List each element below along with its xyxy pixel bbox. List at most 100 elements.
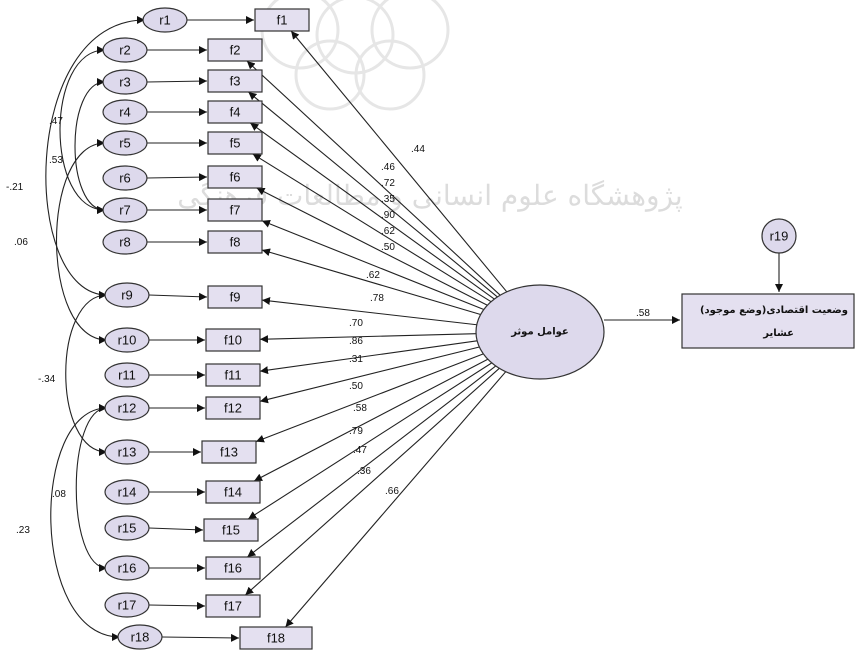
outcome-label-line2: عشایر (762, 328, 794, 339)
loading-arrow-f15 (247, 362, 493, 520)
loading-arrow-f17 (244, 367, 500, 596)
covariance-layer: .47.53-.21.06-.34.08.23 (6, 16, 146, 641)
loading-arrow-f3 (248, 91, 498, 298)
indicator-label-f5: f5 (230, 136, 241, 151)
outcome-residual-label: r19 (770, 229, 789, 244)
loading-arrow-f12 (259, 346, 480, 404)
loading-coefficient-f13: .50 (349, 381, 363, 392)
residual-circle-r3 (102, 69, 148, 95)
outcome-variable: وضعیت اقتصادی(وضع موجود) عشایر (681, 293, 855, 349)
residual-label-r11: r11 (118, 368, 136, 383)
path-layer: .44.46.72.35.90.62.50.62.78.70.86.31.50.… (146, 16, 508, 642)
loading-arrow-f2 (246, 60, 501, 296)
residual-label-r2: r2 (119, 43, 131, 58)
loading-arrow-f18 (285, 371, 507, 628)
indicator-box-f18 (239, 626, 313, 650)
indicator-box-f9 (207, 285, 263, 309)
indicator-box-f16 (205, 556, 261, 580)
indicator-label-f15: f15 (222, 523, 240, 538)
indicator-box-f2 (207, 38, 263, 62)
latent-factor-label: عوامل موثر (510, 327, 569, 338)
residual-circle-r18 (117, 624, 163, 650)
loading-arrow-f10 (259, 333, 477, 344)
covariance-value-r5-r10: .06 (14, 237, 28, 248)
indicator-box-f17 (205, 594, 261, 618)
indicator-label-f17: f17 (224, 599, 242, 614)
indicator-label-f1: f1 (277, 13, 288, 28)
structural-path-coefficient: .58 (636, 308, 650, 319)
residual-label-r5: r5 (119, 136, 131, 151)
covariance-value-r9-r13: -.34 (38, 374, 56, 385)
loading-coefficient-f18: .66 (385, 486, 399, 497)
loading-coefficient-f6: .62 (381, 226, 395, 237)
loading-arrow-f8 (261, 248, 481, 316)
residual-circle-r13 (104, 439, 150, 465)
covariance-value-r12-r18: .23 (16, 525, 30, 536)
outcome-box (681, 293, 855, 349)
latent-factor: عوامل موثر (475, 284, 605, 380)
indicator-box-f3 (207, 69, 263, 93)
residual-circle-r10 (104, 327, 150, 353)
indicator-label-f14: f14 (224, 485, 242, 500)
indicator-label-f6: f6 (230, 170, 241, 185)
loading-coefficient-f4: .35 (381, 194, 395, 205)
residual-arrow-r6 (146, 173, 208, 182)
residual-circle-r4 (102, 99, 148, 125)
indicator-box-f1 (254, 8, 310, 32)
indicator-box-f10 (205, 328, 261, 352)
residual-circle-r6 (102, 165, 148, 191)
residual-circle-r5 (102, 130, 148, 156)
loading-coefficient-f3: .72 (381, 178, 395, 189)
covariance-r12-r16 (75, 404, 108, 572)
residual-circle-r2 (102, 37, 148, 63)
covariance-value-r1-r9: -.21 (6, 182, 24, 193)
covariance-r12-r18 (50, 404, 121, 641)
residual-circle-r1 (142, 7, 188, 33)
loading-arrow-f14 (253, 358, 489, 482)
indicator-box-f8 (207, 230, 263, 254)
residual-arrow-r9 (148, 292, 208, 301)
loading-coefficient-f5: .90 (381, 210, 395, 221)
loading-coefficient-f1: .44 (411, 144, 425, 155)
loading-coefficient-f11: .86 (349, 336, 363, 347)
covariance-r9-r13 (65, 291, 108, 456)
residual-label-r14: r14 (118, 485, 137, 500)
indicator-label-f13: f13 (220, 445, 238, 460)
covariance-r1-r9 (45, 16, 146, 299)
covariance-r3-r7 (74, 78, 106, 214)
covariance-value-r2-r7: .47 (49, 116, 63, 127)
indicator-f12: r12 f12 (104, 395, 261, 421)
indicator-box-f11 (205, 363, 261, 387)
indicator-f17: r17 f17 (104, 592, 261, 618)
residual-circle-r15 (104, 515, 150, 541)
indicator-label-f2: f2 (230, 43, 241, 58)
residual-label-r12: r12 (118, 401, 137, 416)
indicator-box-f13 (201, 440, 257, 464)
indicator-label-f4: f4 (230, 105, 241, 120)
loading-arrow-f9 (261, 297, 477, 326)
loading-coefficient-f16: .47 (353, 445, 367, 456)
loading-arrow-f1 (290, 30, 508, 293)
residual-label-r18: r18 (131, 630, 150, 645)
indicator-label-f7: f7 (230, 203, 241, 218)
loading-arrow-f4 (249, 122, 495, 300)
indicator-label-f12: f12 (224, 401, 242, 416)
loading-coefficient-f7: .50 (381, 242, 395, 253)
residual-label-r15: r15 (118, 521, 137, 536)
residual-label-r17: r17 (118, 598, 137, 613)
indicator-label-f16: f16 (224, 561, 242, 576)
residual-circle-r14 (104, 479, 150, 505)
loading-coefficient-f9: .78 (370, 293, 384, 304)
loading-coefficient-f8: .62 (366, 270, 380, 281)
residual-label-r4: r4 (119, 105, 131, 120)
residual-circle-r11 (104, 362, 150, 388)
